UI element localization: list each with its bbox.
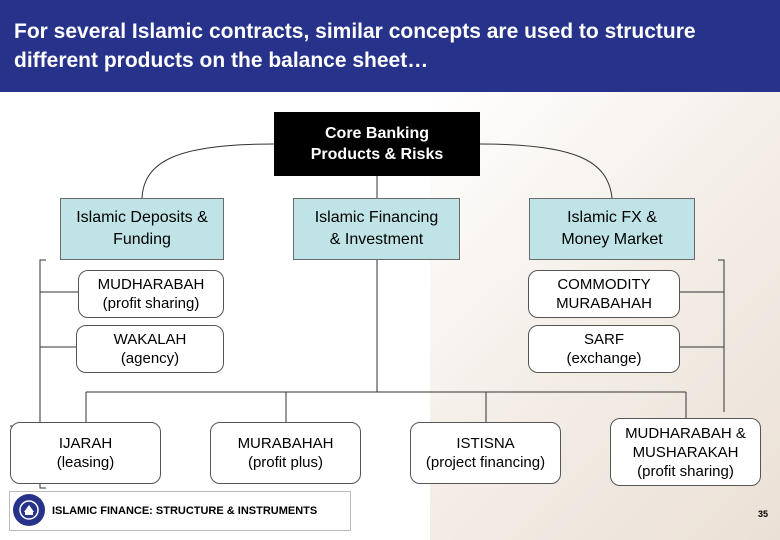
- item-wakalah: WAKALAH (agency): [76, 325, 224, 373]
- category-financing-line2: & Investment: [329, 231, 424, 248]
- slide-title: For several Islamic contracts, similar c…: [14, 20, 696, 72]
- category-financing-line1: Islamic Financing: [314, 209, 439, 226]
- item-murabahah: MURABAHAH (profit plus): [210, 422, 361, 484]
- item-wakalah-line2: (agency): [120, 350, 180, 367]
- item-sarf-line2: (exchange): [566, 350, 642, 367]
- item-commodity-line1: COMMODITY: [557, 276, 651, 293]
- item-istisna-line2: (project financing): [425, 454, 546, 471]
- category-fx-line1: Islamic FX &: [567, 209, 657, 226]
- item-musharakah-line2: MUSHARAKAH: [632, 443, 739, 461]
- category-deposits-line1: Islamic Deposits &: [76, 209, 208, 226]
- logo-icon: [13, 494, 45, 526]
- item-istisna: ISTISNA (project financing): [410, 422, 561, 484]
- item-commodity-murabahah: COMMODITY MURABAHAH: [528, 270, 680, 318]
- footer-bar: [9, 491, 351, 531]
- item-mudharabah-left: MUDHARABAH (profit sharing): [78, 270, 224, 318]
- item-ijarah-line2: (leasing): [56, 454, 115, 471]
- item-ijarah: IJARAH (leasing): [10, 422, 161, 484]
- item-mudharabah-musharakah: MUDHARABAH & MUSHARAKAH (profit sharing): [610, 418, 761, 486]
- item-istisna-line1: ISTISNA: [456, 435, 515, 452]
- item-murabahah-line1: MURABAHAH: [237, 435, 334, 452]
- footer-title: ISLAMIC FINANCE: STRUCTURE & INSTRUMENTS: [52, 505, 318, 517]
- category-deposits-line2: Funding: [113, 231, 171, 248]
- item-wakalah-line1: WAKALAH: [113, 331, 187, 348]
- slide-header: For several Islamic contracts, similar c…: [0, 0, 780, 92]
- item-ijarah-line1: IJARAH: [58, 435, 113, 452]
- item-sarf: SARF (exchange): [528, 325, 680, 373]
- item-commodity-line2: MURABAHAH: [556, 295, 652, 312]
- category-fx-line2: Money Market: [561, 231, 663, 248]
- connector-right-bracket: [718, 259, 725, 412]
- item-mudharabah-left-line1: MUDHARABAH: [97, 276, 205, 293]
- item-musharakah-line1: MUDHARABAH &: [625, 424, 746, 442]
- category-financing: Islamic Financing & Investment: [293, 198, 460, 260]
- core-banking-box: Core Banking Products & Risks: [274, 112, 480, 176]
- item-sarf-line1: SARF: [583, 331, 624, 348]
- page-number: 35: [758, 509, 769, 519]
- core-line2: Products & Risks: [310, 146, 444, 163]
- item-murabahah-line2: (profit plus): [247, 454, 323, 471]
- category-deposits: Islamic Deposits & Funding: [60, 198, 224, 260]
- category-fx: Islamic FX & Money Market: [529, 198, 695, 260]
- connector-left-bracket: [39, 259, 46, 489]
- core-line1: Core Banking: [324, 125, 429, 142]
- item-musharakah-line3: (profit sharing): [637, 462, 734, 480]
- connector-core-left: [141, 143, 275, 199]
- item-mudharabah-left-line2: (profit sharing): [102, 295, 200, 312]
- connector-core-right: [479, 143, 613, 199]
